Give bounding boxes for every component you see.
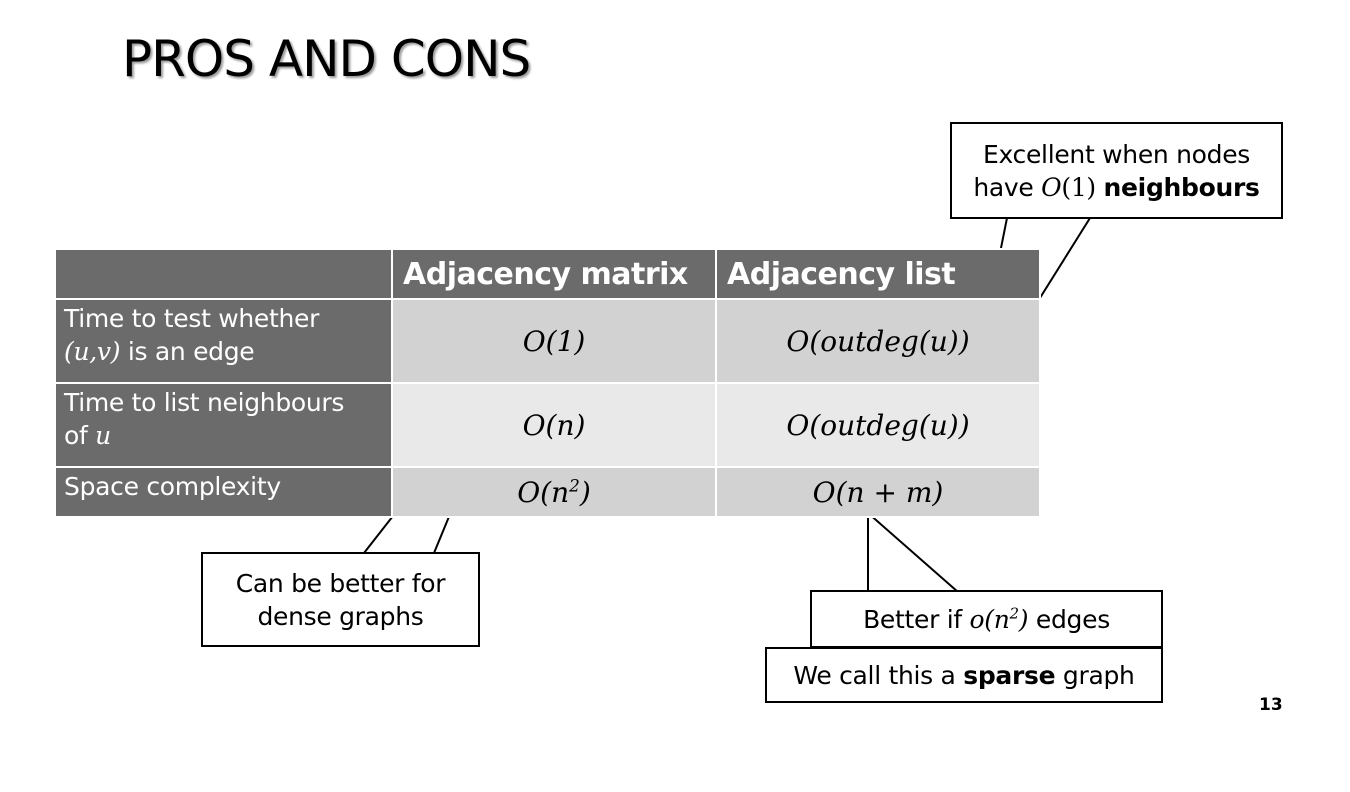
page-number: 13	[1259, 695, 1283, 715]
list-list-neighbours-cell: O(outdeg(u))	[715, 382, 1041, 468]
table-row: Time to list neighbours of u O(n) O(outd…	[54, 382, 1041, 468]
matrix-space-cell: O(n2)	[391, 466, 717, 518]
table-row: Time to test whether (u,v) is an edge O(…	[54, 298, 1041, 384]
header-adjacency-list: Adjacency list	[715, 248, 1041, 300]
row-label-prefix: of	[64, 421, 96, 450]
better-callout-post: edges	[1028, 605, 1110, 634]
matrix-test-edge-cell: O(1)	[391, 298, 717, 384]
better-callout-exponent: 2	[1009, 604, 1020, 623]
matrix-space-close: )	[579, 475, 591, 509]
row-label-test-edge: Time to test whether (u,v) is an edge	[54, 298, 393, 384]
row-label-math: u	[95, 421, 111, 450]
dense-callout-line1: Can be better for	[235, 569, 446, 598]
slide-title: PROS AND CONS	[122, 30, 531, 88]
table-row: Space complexity O(n2) O(n + m)	[54, 466, 1041, 518]
list-test-edge-cell: O(outdeg(u))	[715, 298, 1041, 384]
row-label-list-neighbours: Time to list neighbours of u	[54, 382, 393, 468]
header-blank	[54, 248, 393, 300]
row-label-text: Time to list neighbours	[64, 388, 345, 417]
sparse-callout: We call this a sparse graph	[765, 647, 1163, 703]
row-label-math: (u,v)	[64, 337, 121, 366]
better-callout-math-base: o(n	[969, 605, 1010, 634]
comparison-table: Adjacency matrix Adjacency list Time to …	[54, 248, 1041, 518]
sparse-callout-post: graph	[1055, 661, 1135, 690]
neighbours-callout-math: O	[1041, 173, 1062, 202]
dense-callout: Can be better for dense graphs	[201, 552, 480, 647]
better-callout: Better if o(n2) edges	[810, 590, 1163, 648]
sparse-callout-pre: We call this a	[793, 661, 964, 690]
matrix-list-neighbours-cell: O(n)	[391, 382, 717, 468]
dense-callout-line2: dense graphs	[257, 602, 424, 631]
row-label-text: Time to test whether	[64, 304, 320, 333]
neighbours-callout: Excellent when nodes have O(1) neighbour…	[950, 122, 1283, 219]
header-adjacency-matrix: Adjacency matrix	[391, 248, 717, 300]
better-callout-pre: Better if	[863, 605, 970, 634]
neighbours-callout-bold: neighbours	[1103, 173, 1260, 202]
neighbours-callout-line1: Excellent when nodes	[982, 140, 1251, 169]
row-label-text-post: is an edge	[120, 337, 255, 366]
sparse-callout-bold: sparse	[963, 661, 1056, 690]
matrix-space-exponent: 2	[569, 475, 580, 496]
matrix-space-base: O(n	[517, 475, 570, 509]
better-callout-math-close: )	[1018, 605, 1029, 634]
better-callout-math: o(n2)	[970, 605, 1029, 634]
list-space-cell: O(n + m)	[715, 466, 1041, 518]
neighbours-callout-pre: have	[973, 173, 1042, 202]
row-label-space: Space complexity	[54, 466, 393, 518]
neighbours-callout-math2: (1)	[1061, 173, 1096, 202]
better-callout-pointer	[867, 510, 961, 593]
table-header-row: Adjacency matrix Adjacency list	[54, 248, 1041, 300]
